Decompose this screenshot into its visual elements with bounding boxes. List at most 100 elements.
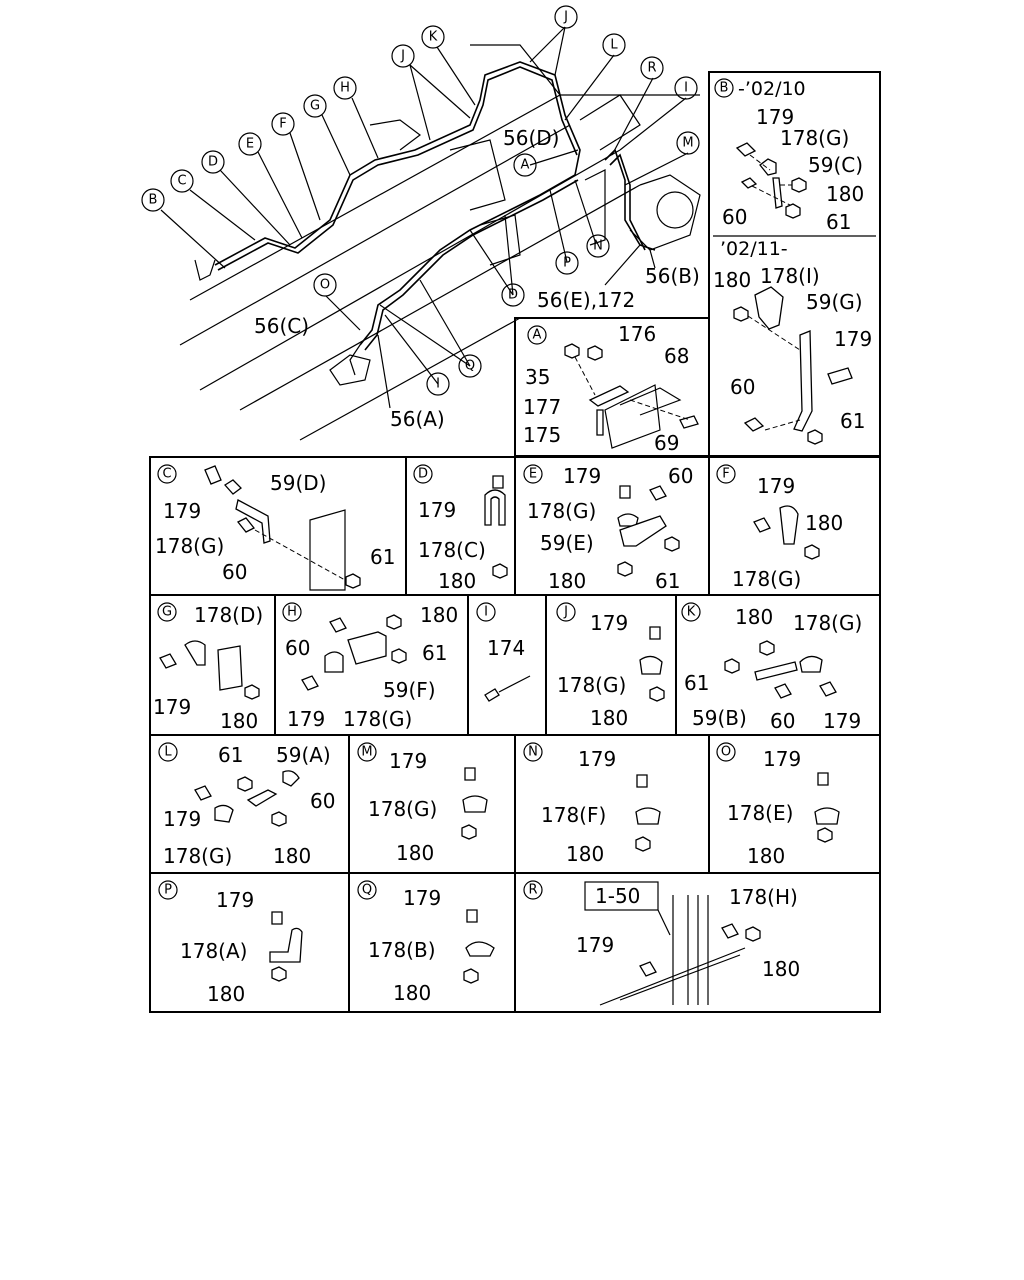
svg-text:Q: Q <box>465 359 475 374</box>
svg-text:I: I <box>436 377 440 392</box>
svg-text:179: 179 <box>834 327 872 351</box>
svg-text:180: 180 <box>805 511 843 535</box>
svg-text:178(C): 178(C) <box>418 538 486 562</box>
svg-text:61: 61 <box>218 743 243 767</box>
svg-text:N: N <box>528 745 538 760</box>
svg-text:180: 180 <box>735 605 773 629</box>
svg-text:177: 177 <box>523 395 561 419</box>
svg-text:A: A <box>521 158 530 173</box>
svg-text:179: 179 <box>163 807 201 831</box>
callout-B: B <box>141 188 165 212</box>
callout-F: F <box>271 112 295 136</box>
svg-text:60: 60 <box>770 709 795 733</box>
svg-text:180: 180 <box>273 844 311 868</box>
svg-text:176: 176 <box>618 322 656 346</box>
svg-text:178(G): 178(G) <box>155 534 224 558</box>
svg-text:180: 180 <box>713 268 751 292</box>
panel-G: G 178(D) 179 180 <box>149 594 276 736</box>
svg-text:180: 180 <box>590 706 628 730</box>
svg-text:60: 60 <box>730 375 755 399</box>
svg-text:60: 60 <box>668 464 693 488</box>
svg-text:178(G): 178(G) <box>163 844 232 868</box>
svg-text:59(C): 59(C) <box>808 153 863 177</box>
svg-text:69: 69 <box>654 431 679 455</box>
svg-text:D: D <box>508 288 518 303</box>
svg-text:J: J <box>563 10 568 25</box>
svg-text:178(E): 178(E) <box>727 801 793 825</box>
svg-text:61: 61 <box>655 569 680 593</box>
callout-I: I <box>674 76 698 100</box>
svg-text:60: 60 <box>722 205 747 229</box>
svg-text:180: 180 <box>566 842 604 866</box>
svg-text:I: I <box>684 81 688 96</box>
svg-text:61: 61 <box>840 409 865 433</box>
svg-text:179: 179 <box>153 695 191 719</box>
panel-H: H 180 60 61 59(F) 179 178(G) <box>274 594 469 736</box>
svg-text:61: 61 <box>684 671 709 695</box>
svg-text:178(B): 178(B) <box>368 938 436 962</box>
svg-text:Q: Q <box>362 883 372 898</box>
svg-text:E: E <box>529 467 537 482</box>
svg-text:L: L <box>610 38 618 53</box>
svg-text:178(I): 178(I) <box>760 264 820 288</box>
panel-E: E 179 60 178(G) 59(E) 180 61 <box>514 456 710 596</box>
svg-text:178(G): 178(G) <box>368 797 437 821</box>
svg-text:179: 179 <box>590 611 628 635</box>
svg-text:59(E): 59(E) <box>540 531 594 555</box>
callout-O: O <box>313 273 337 297</box>
svg-text:178(G): 178(G) <box>780 126 849 150</box>
callout-Q: Q <box>458 354 482 378</box>
svg-text:68: 68 <box>664 344 689 368</box>
svg-text:59(G): 59(G) <box>806 290 863 314</box>
svg-text:178(A): 178(A) <box>180 939 247 963</box>
svg-text:179: 179 <box>287 707 325 731</box>
panel-D: D 179 178(C) 180 <box>405 456 516 596</box>
callout-A: A <box>513 153 537 177</box>
label-56E-172: 56(E),172 <box>537 288 635 312</box>
svg-text:178(H): 178(H) <box>729 885 798 909</box>
panel-M: M 179 178(G) 180 <box>348 734 516 874</box>
svg-text:R: R <box>647 61 656 76</box>
svg-text:59(A): 59(A) <box>276 743 331 767</box>
callout-R: R <box>640 56 664 80</box>
svg-text:180: 180 <box>762 957 800 981</box>
svg-text:K: K <box>687 605 696 620</box>
svg-text:178(G): 178(G) <box>557 673 626 697</box>
svg-text:179: 179 <box>756 105 794 129</box>
callout-D: D <box>201 150 225 174</box>
svg-text:60: 60 <box>222 560 247 584</box>
main-assembly-view <box>160 26 701 441</box>
panel-R: R 1-50 178(H) 179 180 <box>514 872 881 1013</box>
svg-text:C: C <box>177 174 186 189</box>
svg-text:179: 179 <box>418 498 456 522</box>
svg-text:179: 179 <box>823 709 861 733</box>
svg-text:180: 180 <box>220 709 258 733</box>
panel-F: F 179 180 178(G) <box>708 456 881 596</box>
svg-text:180: 180 <box>747 844 785 868</box>
svg-text:178(G): 178(G) <box>793 611 862 635</box>
panel-R-reference: 1-50 <box>595 884 640 908</box>
svg-text:178(G): 178(G) <box>527 499 596 523</box>
panel-J: J 179 178(G) 180 <box>545 594 677 736</box>
panel-Q: Q 179 178(B) 180 <box>348 872 516 1013</box>
svg-text:178(F): 178(F) <box>541 803 606 827</box>
svg-text:C: C <box>162 467 171 482</box>
svg-text:179: 179 <box>757 474 795 498</box>
callout-I-2: I <box>426 372 450 396</box>
svg-text:F: F <box>722 467 729 482</box>
svg-text:D: D <box>208 155 218 170</box>
label-56D: 56(D) <box>503 126 559 150</box>
callout-J-2: J <box>554 5 578 29</box>
svg-text:179: 179 <box>216 888 254 912</box>
panel-B-header-2: ’02/11- <box>720 238 788 260</box>
svg-text:D: D <box>418 467 428 482</box>
panel-B-header-1: -’02/10 <box>738 78 806 100</box>
panel-A: A 176 68 35 177 175 69 <box>514 317 710 457</box>
svg-text:174: 174 <box>487 636 525 660</box>
svg-text:P: P <box>563 256 571 271</box>
panel-C: C 59(D) 179 178(G) 60 61 <box>149 456 407 596</box>
callout-M: M <box>676 131 700 155</box>
callout-D-2: D <box>501 283 525 307</box>
callout-L: L <box>602 33 626 57</box>
